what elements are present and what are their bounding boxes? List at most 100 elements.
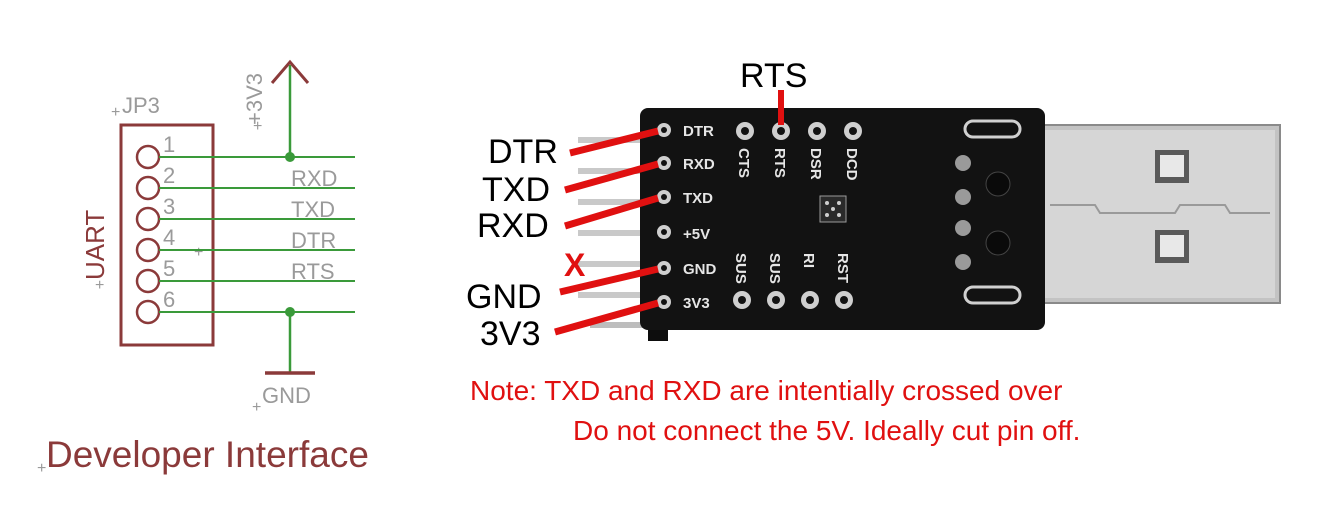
pin-number: 5 <box>163 256 175 281</box>
cross-mark: + <box>194 244 203 261</box>
pcb-label-rxd: RXD <box>683 156 715 173</box>
pcb-label-3v3: 3V3 <box>683 295 710 312</box>
header-name: UART <box>80 210 110 280</box>
v33-pointer <box>554 299 659 336</box>
x-mark-icon: X <box>564 247 586 283</box>
pcb-label-rts: RTS <box>771 148 788 178</box>
schematic-title: Developer Interface <box>46 434 369 475</box>
callout-rts: RTS <box>740 57 807 95</box>
cross-mark: + <box>253 118 262 135</box>
header-pins: 1 2 3 4 5 6 RXD TXD DTR RTS <box>135 132 355 325</box>
usb-window-inner <box>1160 155 1184 177</box>
slot-pad <box>963 285 1022 305</box>
pin-number: 1 <box>163 132 175 157</box>
pcb-left-pads <box>657 123 671 309</box>
callout-3v3: 3V3 <box>480 315 541 353</box>
pin-2-circle <box>135 175 161 201</box>
note-line-2: Do not connect the 5V. Ideally cut pin o… <box>573 415 1080 446</box>
rxd-pointer <box>563 194 660 230</box>
pin-number: 3 <box>163 194 175 219</box>
usb-pads <box>955 119 1022 305</box>
pad-hole <box>661 194 667 200</box>
schematic: +3V3 + + JP3 UART + + 1 2 3 4 5 <box>37 59 369 477</box>
pin-3-circle <box>135 206 161 232</box>
net-label-txd: TXD <box>291 197 335 222</box>
pcb-label-txd: TXD <box>683 190 713 207</box>
note: Note: TXD and RXD are intentially crosse… <box>470 375 1080 446</box>
callout-txd: TXD <box>482 171 550 209</box>
mount-hole <box>985 230 1011 256</box>
pin-number: 6 <box>163 287 175 312</box>
pin-5-circle <box>135 268 161 294</box>
metal-pin <box>578 199 650 205</box>
pcb-label-sus: SUS <box>732 253 749 284</box>
pad-hole <box>738 296 746 304</box>
usb-seam <box>1050 204 1270 214</box>
pcb-label-sus: SUS <box>766 253 783 284</box>
power-label: +3V3 <box>242 73 267 125</box>
cross-mark: + <box>111 104 120 121</box>
metal-pin <box>578 168 650 174</box>
usb-connector <box>1034 124 1281 304</box>
note-line-1: Note: TXD and RXD are intentially crosse… <box>470 375 1062 406</box>
usb-window-inner <box>1160 235 1184 257</box>
pcb-label-cts: CTS <box>735 148 752 178</box>
header-body <box>119 123 215 347</box>
pcb-left-labels: DTR RXD TXD +5V GND 3V3 <box>683 123 717 312</box>
txd-pointer <box>564 160 659 194</box>
pin-number: 2 <box>163 163 175 188</box>
net-label-rxd: RXD <box>291 166 337 191</box>
net-label-rts: RTS <box>291 259 335 284</box>
callout-gnd: GND <box>466 278 542 316</box>
chip-dot <box>825 201 829 205</box>
pad-hole <box>806 296 814 304</box>
mount-hole <box>985 171 1011 197</box>
pad-hole <box>777 127 785 135</box>
pcb-label-dsr: DSR <box>807 148 824 180</box>
chip-dot <box>837 213 841 217</box>
pad-hole <box>840 296 848 304</box>
pad-hole <box>772 296 780 304</box>
pin-number: 4 <box>163 225 175 250</box>
pad-hole <box>661 127 667 133</box>
cross-mark: + <box>95 277 104 294</box>
chip-dot <box>825 213 829 217</box>
usb-adapter-board: DTR RXD TXD +5V GND 3V3 CTS RTS DSR DCD <box>578 108 1281 341</box>
callout-dtr: DTR <box>488 133 558 171</box>
power-arrow-icon <box>270 59 310 84</box>
pad-hole <box>849 127 857 135</box>
pin-6-circle <box>135 299 161 325</box>
pcb-bottom-row: SUS SUS RI RST <box>732 253 853 309</box>
pcb-label-dtr: DTR <box>683 123 714 140</box>
chip-dot <box>831 207 835 211</box>
pad-hole <box>661 160 667 166</box>
pcb-label-dcd: DCD <box>843 148 860 181</box>
junction-dot <box>285 152 295 162</box>
pcb-label-gnd: GND <box>683 261 717 278</box>
pcb-top-row: CTS RTS DSR DCD <box>735 122 862 181</box>
gnd-pointer <box>559 265 659 296</box>
net-label-dtr: DTR <box>291 228 336 253</box>
pad-hole <box>661 299 667 305</box>
pcb-label-rst: RST <box>834 253 851 283</box>
slot-pad <box>963 119 1022 139</box>
usb-pad <box>955 220 971 236</box>
metal-pin <box>578 261 650 267</box>
dtr-pointer <box>569 127 659 157</box>
pcb-label-ri: RI <box>800 253 817 268</box>
cross-mark: + <box>37 460 46 477</box>
pin-1-circle <box>135 144 161 170</box>
pad-hole <box>741 127 749 135</box>
pin-4-circle <box>135 237 161 263</box>
callout-rxd: RXD <box>477 207 549 245</box>
usb-pad <box>955 155 971 171</box>
metal-pin <box>578 292 650 298</box>
chip-dot <box>837 201 841 205</box>
callouts: RTS DTR TXD RXD X GND 3V3 <box>466 57 807 353</box>
pad-hole <box>813 127 821 135</box>
usb-pad <box>955 254 971 270</box>
ground-label: GND <box>262 383 311 408</box>
cross-mark: + <box>252 399 261 416</box>
